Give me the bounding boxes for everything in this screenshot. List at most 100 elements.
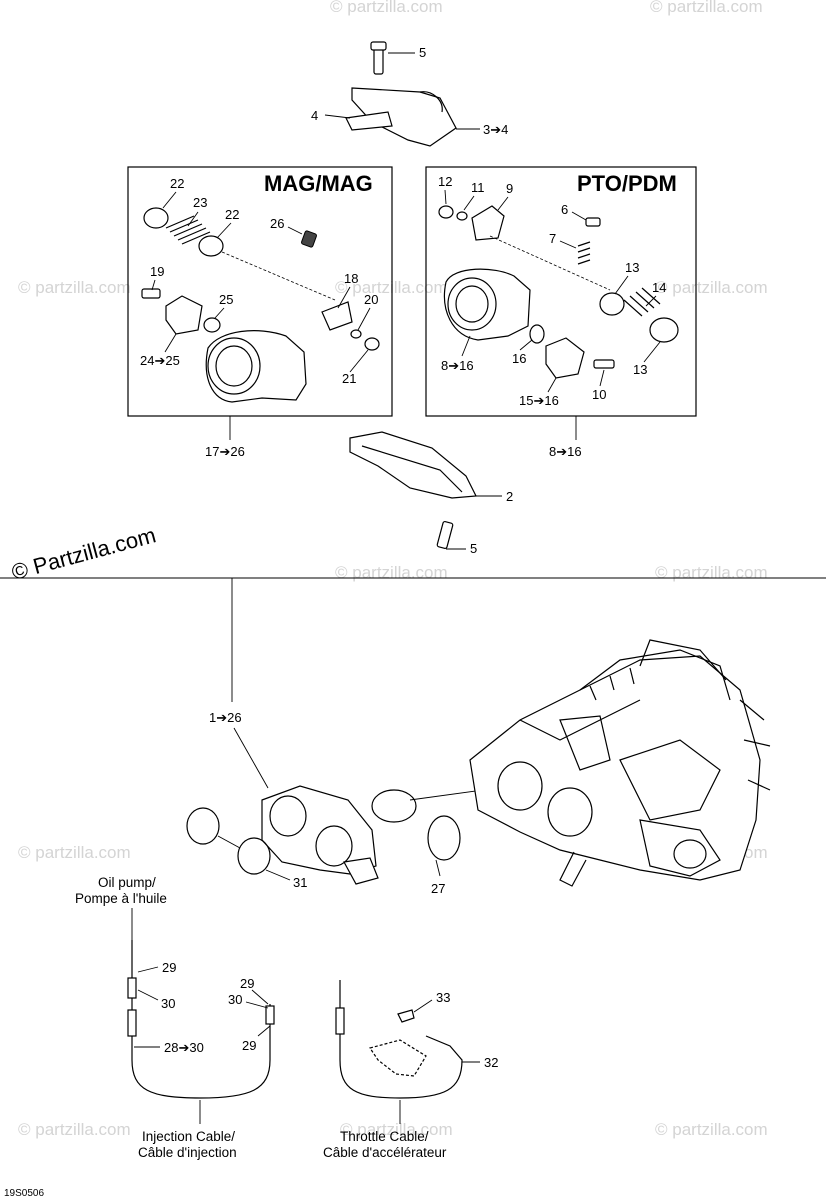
callout-6: 6 [561, 202, 568, 217]
throttle-bore [207, 337, 261, 395]
callout-7: 7 [549, 231, 556, 246]
reference-code: 19S0506 [4, 1188, 44, 1199]
washer-13 [599, 292, 625, 316]
injection-caption-fr: Câble d'injection [138, 1145, 237, 1160]
leader-line [216, 222, 232, 239]
leader-line [559, 240, 577, 249]
engine-detail [619, 739, 721, 821]
callout-4: 4 [311, 108, 318, 123]
engine-detail [589, 667, 635, 701]
fitting-33 [397, 1009, 415, 1023]
callout-14: 14 [652, 280, 666, 295]
callout-10: 10 [592, 387, 606, 402]
washer-22 [143, 207, 169, 229]
sensor-24 [165, 295, 203, 335]
callout-9: 9 [506, 181, 513, 196]
leader-line [137, 966, 159, 973]
pto-title: PTO/PDM [577, 171, 677, 196]
top-bracket-assembly [345, 41, 457, 147]
callout-25: 25 [219, 292, 233, 307]
leader-line [217, 835, 241, 849]
throttle-bore-inner [455, 285, 489, 323]
o-ring-25 [203, 317, 221, 333]
screw-5-bottom [436, 520, 454, 550]
spring-14 [623, 287, 661, 317]
throttle-body-assembly [261, 785, 461, 885]
leader-line [413, 999, 433, 1013]
bracket-3 [351, 87, 457, 147]
throttle-caption-fr: Câble d'accélérateur [323, 1145, 447, 1160]
throttle-bore [447, 277, 497, 331]
leader-line [151, 279, 156, 291]
leader-line [287, 226, 303, 235]
throttle-bore-inner [215, 345, 253, 387]
leader-line [251, 989, 269, 1005]
callout-17-26: 17➔26 [205, 444, 245, 459]
throttle-body-8 [443, 268, 531, 341]
leader-line [444, 189, 447, 205]
injection-caption-en: Injection Cable/ [142, 1129, 235, 1144]
screw-head [370, 41, 387, 51]
callout-13a: 13 [625, 260, 639, 275]
leader-line [349, 349, 369, 373]
o-ring-16 [529, 324, 545, 344]
leader-line [257, 1025, 271, 1037]
leader-line [187, 211, 199, 227]
bracket-edge [419, 91, 443, 113]
engine-detail [519, 699, 641, 741]
throttle-body-17 [205, 330, 307, 403]
leader-line [599, 369, 605, 387]
leader-line [461, 335, 471, 357]
callout-27: 27 [431, 881, 445, 896]
callout-22b: 22 [225, 207, 239, 222]
leader-line [137, 989, 159, 1001]
leader-line [645, 295, 657, 307]
mag-box [127, 166, 393, 417]
dashed-axis [489, 235, 611, 291]
bracket-edge [361, 445, 463, 493]
bracket-2 [349, 431, 477, 499]
callout-16: 16 [512, 351, 526, 366]
watermark-main: © Partzilla.com [9, 522, 159, 585]
callout-12: 12 [438, 174, 452, 189]
watermark-text: © partzilla.com [655, 1120, 768, 1139]
leader-line [435, 859, 441, 877]
leader-line [643, 341, 661, 363]
callout-29b: 29 [240, 976, 254, 991]
engine-outline [469, 655, 761, 881]
pto-box [425, 166, 697, 417]
clamp-27a [371, 789, 417, 823]
engine-detail [497, 761, 543, 811]
washer-13b [649, 317, 679, 343]
watermark-text: © partzilla.com [330, 0, 443, 16]
watermark-text: © partzilla.com [18, 1120, 131, 1139]
callout-3-4: 3➔4 [483, 122, 508, 137]
dashed-outline [369, 1039, 427, 1077]
gasket-31a [186, 807, 220, 845]
spring-23 [165, 215, 211, 245]
screw-10 [593, 359, 615, 369]
leader-line [463, 195, 475, 211]
engine-detail [559, 851, 587, 887]
callout-30a: 30 [161, 996, 175, 1011]
watermark-text: © partzilla.com [655, 278, 768, 297]
callout-22a: 22 [170, 176, 184, 191]
callout-20: 20 [364, 292, 378, 307]
callout-19: 19 [150, 264, 164, 279]
screw-19 [141, 288, 161, 299]
callout-1-26: 1➔26 [209, 710, 242, 725]
callout-5-top: 5 [419, 45, 426, 60]
leader-line [571, 211, 587, 221]
oil-pump-caption-en: Oil pump/ [98, 875, 156, 890]
throttle-bore [269, 795, 307, 837]
callout-21: 21 [342, 371, 356, 386]
sensor-15 [545, 337, 585, 379]
cable-fitting [127, 1009, 137, 1037]
clamp-27b [427, 815, 461, 861]
callout-33: 33 [436, 990, 450, 1005]
leader-line [337, 286, 351, 309]
spring-7 [577, 241, 591, 265]
screw-6 [585, 217, 601, 227]
throttle-bore [315, 825, 353, 867]
cable-fitting [335, 1007, 345, 1035]
